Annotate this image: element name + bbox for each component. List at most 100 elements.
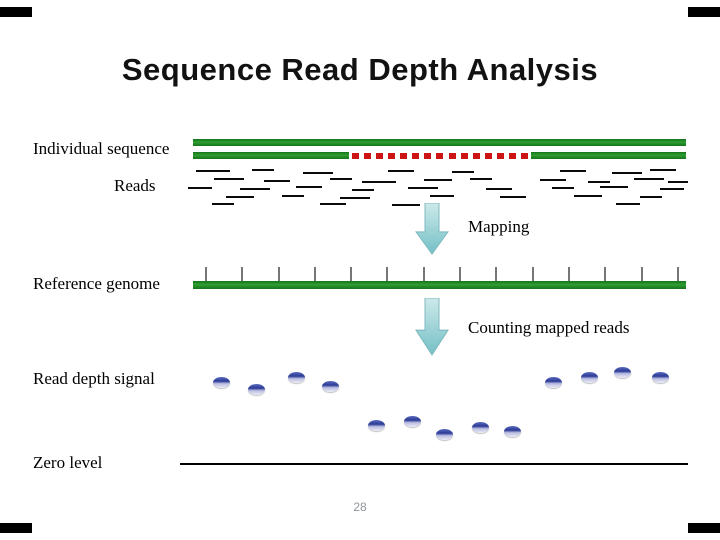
- read-segment: [660, 188, 684, 190]
- read-segment: [264, 180, 290, 182]
- read-depth-dot: [288, 372, 305, 383]
- read-segment: [588, 181, 610, 183]
- read-segment: [226, 196, 254, 198]
- label-mapping: Mapping: [468, 217, 530, 236]
- read-segment: [616, 203, 640, 205]
- slide-frame-corner-top-left: [0, 7, 32, 17]
- reference-tick: [241, 267, 244, 281]
- label-read-depth-signal: Read depth signal: [33, 369, 155, 388]
- read-segment: [600, 186, 628, 188]
- reference-tick: [676, 267, 679, 281]
- counting-down-arrow-icon: [415, 298, 449, 356]
- read-segment: [500, 196, 526, 198]
- mapping-down-arrow-icon: [415, 203, 449, 255]
- read-segment: [188, 187, 212, 189]
- red-dash: [448, 153, 456, 159]
- read-depth-dot: [368, 420, 385, 431]
- read-depth-dot: [652, 372, 669, 383]
- read-segment: [470, 178, 492, 180]
- read-depth-dot: [504, 426, 521, 437]
- read-segment: [574, 195, 602, 197]
- read-segment: [352, 189, 374, 191]
- read-segment: [650, 169, 676, 171]
- read-segment: [303, 172, 333, 174]
- label-reads: Reads: [114, 176, 156, 195]
- reference-ticks: [205, 267, 679, 281]
- red-dash: [484, 153, 492, 159]
- read-segment: [486, 188, 512, 190]
- read-segment: [212, 203, 234, 205]
- read-segment: [320, 203, 346, 205]
- individual-sequence-bar-left: [193, 152, 349, 159]
- red-dash: [436, 153, 444, 159]
- slide-frame-corner-bottom-right: [688, 523, 720, 533]
- read-depth-dot: [436, 429, 453, 440]
- read-segment: [196, 170, 230, 172]
- red-dash: [424, 153, 432, 159]
- slide-title: Sequence Read Depth Analysis: [121, 52, 599, 87]
- read-segment: [540, 179, 566, 181]
- read-segment: [430, 195, 454, 197]
- individual-sequence-bar-full: [193, 139, 686, 146]
- read-depth-dot: [404, 416, 421, 427]
- read-segment: [330, 178, 352, 180]
- read-segment: [634, 178, 664, 180]
- red-dash: [520, 153, 528, 159]
- reference-tick: [205, 267, 207, 281]
- reference-tick: [386, 267, 389, 281]
- reference-tick: [313, 267, 316, 281]
- page-number: 28: [353, 500, 367, 514]
- reference-tick: [422, 267, 425, 281]
- read-segment: [296, 186, 322, 188]
- read-depth-dot: [248, 384, 265, 395]
- read-segment: [340, 197, 370, 199]
- red-dash: [508, 153, 516, 159]
- red-dash: [412, 153, 420, 159]
- slide-frame-corner-bottom-left: [0, 523, 32, 533]
- red-dash: [496, 153, 504, 159]
- label-individual-sequence: Individual sequence: [33, 139, 170, 158]
- read-depth-dot: [322, 381, 339, 392]
- read-segment: [552, 187, 574, 189]
- reference-tick: [277, 267, 280, 281]
- individual-sequence-bar-right: [531, 152, 686, 159]
- red-dash: [400, 153, 408, 159]
- red-dash-strip: [352, 153, 528, 159]
- read-segment: [252, 169, 274, 171]
- read-segment: [452, 171, 474, 173]
- reference-tick: [567, 267, 570, 281]
- red-dash: [364, 153, 372, 159]
- read-segment: [640, 196, 662, 198]
- label-zero-level: Zero level: [33, 453, 103, 472]
- read-segment: [282, 195, 304, 197]
- read-segment: [388, 170, 414, 172]
- read-segment: [362, 181, 396, 183]
- read-segment: [424, 179, 452, 181]
- read-segment: [560, 170, 586, 172]
- reference-tick: [531, 267, 534, 281]
- read-segment: [214, 178, 244, 180]
- red-dash: [376, 153, 384, 159]
- red-dash: [472, 153, 480, 159]
- read-segment: [668, 181, 688, 183]
- read-depth-dot: [213, 377, 230, 388]
- read-depth-dot: [581, 372, 598, 383]
- reference-tick: [640, 267, 643, 281]
- read-segment: [408, 187, 438, 189]
- read-depth-dot: [545, 377, 562, 388]
- reference-tick: [495, 267, 498, 281]
- reference-tick: [350, 267, 353, 281]
- red-dash: [460, 153, 468, 159]
- reference-tick: [604, 267, 607, 281]
- reference-genome-bar: [193, 281, 686, 289]
- label-reference-genome: Reference genome: [33, 274, 160, 293]
- read-depth-dot: [472, 422, 489, 433]
- red-dash: [388, 153, 396, 159]
- red-dash: [352, 153, 359, 159]
- read-segment: [240, 188, 270, 190]
- reference-tick: [459, 267, 462, 281]
- read-depth-dot: [614, 367, 631, 378]
- slide-frame-corner-top-right: [688, 7, 720, 17]
- label-counting-mapped-reads: Counting mapped reads: [468, 318, 630, 337]
